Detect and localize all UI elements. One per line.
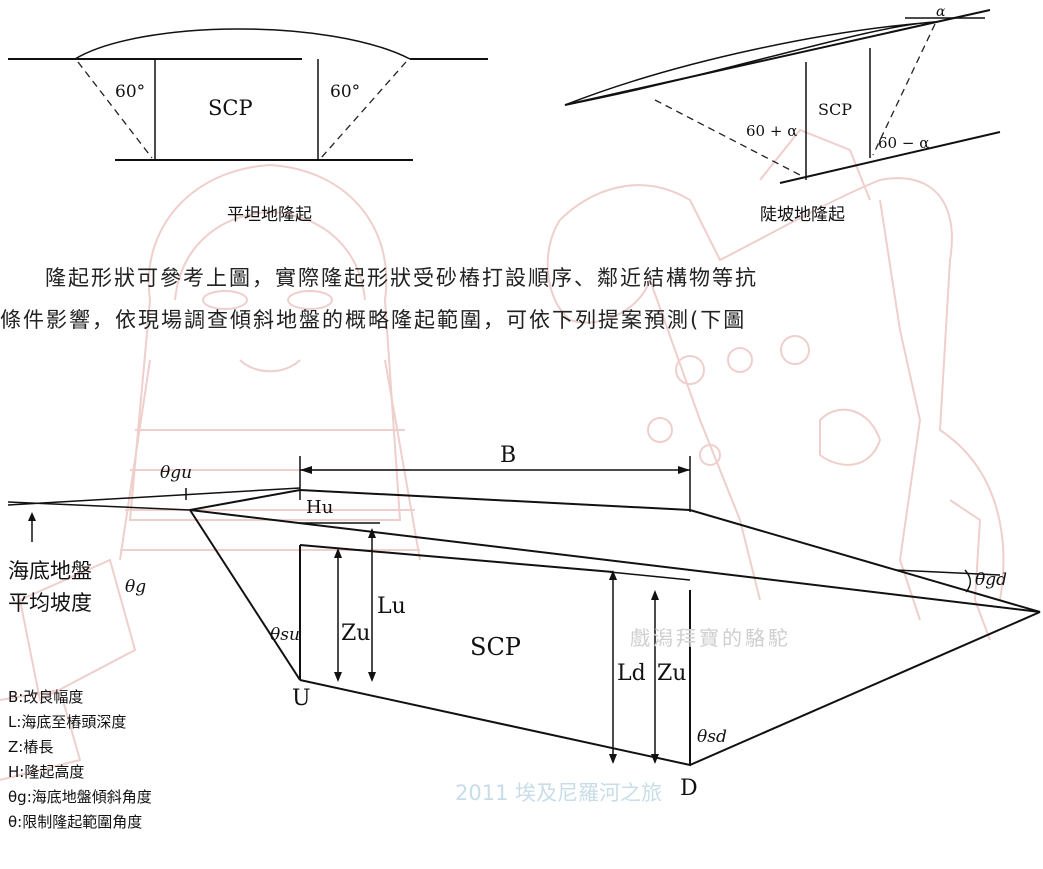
- theta-gu-label: θgu: [160, 463, 192, 483]
- theta-sd-boundary: [689, 611, 1041, 766]
- slope-heave-prediction-diagram: B θgu Hu 海底地盤 平均坡度 θg θsu Zu Lu SCP: [7, 443, 1041, 801]
- l-u-arrow-bottom: [368, 672, 376, 682]
- legend: B:改良幅度 L:海底至樁頭深度 Z:樁長 H:隆起高度 θg:海底地盤傾斜角度…: [8, 688, 152, 831]
- z-u-right-arrow-bottom: [651, 754, 659, 764]
- heave-lens: [564, 21, 936, 106]
- dashed-boundary-right: [320, 61, 407, 159]
- theta-gd-reference-line: [894, 569, 1001, 576]
- dashed-boundary-left: [77, 61, 153, 159]
- watermark-illustration: [0, 128, 1005, 781]
- heave-arc: [74, 28, 411, 60]
- b-label: B: [500, 443, 516, 468]
- theta-gd-arc: [964, 569, 972, 593]
- theta-gd-label: θgd: [975, 570, 1007, 590]
- dashed-boundary-left: [654, 99, 801, 176]
- legend-item: H:隆起高度: [8, 763, 84, 781]
- paragraph-line-1: 隆起形狀可參考上圖，實際隆起形狀受砂樁打設順序、鄰近結構物等抗: [45, 266, 758, 290]
- theta-su-label: θsu: [270, 625, 300, 645]
- seabed-arrow-head: [28, 512, 36, 521]
- z-u-left-arrow-bottom: [334, 672, 342, 682]
- legend-item: B:改良幅度: [8, 688, 83, 706]
- slope-heave-caption: 陡坡地隆起: [760, 205, 845, 225]
- alpha-label: α: [936, 4, 946, 20]
- scp-label: SCP: [208, 96, 253, 120]
- l-u-arrow-top: [368, 528, 376, 538]
- seabed-label-line1: 海底地盤: [8, 559, 92, 583]
- l-d-arrow-bottom: [609, 754, 617, 764]
- slope-heave-diagram: α 60 + α SCP 60 − α 陡坡地隆起: [564, 4, 1001, 225]
- theta-sd-label: θsd: [697, 727, 727, 747]
- z-u-right-arrow-top: [651, 590, 659, 600]
- theta-g-label: θg: [125, 577, 146, 597]
- watermark-text: 戲潟拜寶的駱駝: [630, 626, 791, 650]
- heave-surface-top: [189, 488, 1041, 613]
- flat-heave-diagram: 60° 60° SCP 平坦地隆起: [8, 28, 488, 225]
- angle-label-left: 60°: [115, 82, 145, 102]
- theta-gu-reference-line: [7, 487, 301, 506]
- scp-label: SCP: [470, 633, 521, 661]
- scp-top-edge: [299, 544, 614, 573]
- base-line: [779, 131, 1001, 184]
- z-u-right-label: Zu: [657, 661, 686, 686]
- z-u-left-label: Zu: [341, 621, 370, 646]
- seabed-label-line2: 平均坡度: [8, 591, 92, 615]
- flat-heave-caption: 平坦地隆起: [227, 205, 312, 225]
- point-u-label: U: [292, 686, 311, 711]
- legend-item: θg:海底地盤傾斜角度: [8, 788, 152, 806]
- angle-label-left: 60 + α: [746, 122, 797, 140]
- l-d-arrow-top: [609, 570, 617, 580]
- legend-item: L:海底至樁頭深度: [8, 713, 126, 731]
- z-u-left-arrow-top: [334, 548, 342, 558]
- b-arrow-right: [678, 466, 690, 474]
- point-d-label: D: [680, 776, 698, 801]
- legend-item: Z:樁長: [8, 738, 53, 756]
- scp-label: SCP: [818, 100, 852, 119]
- paragraph-line-2: 條件影響，依現場調查傾斜地盤的概略隆起範圍，可依下列提案預測(下圖: [0, 308, 747, 332]
- angle-label-right: 60 − α: [878, 134, 929, 152]
- l-u-label: Lu: [377, 594, 406, 619]
- b-arrow-left: [300, 466, 312, 474]
- angle-label-right: 60°: [330, 82, 360, 102]
- ground-line: [189, 509, 1041, 613]
- theta-su-boundary: [189, 509, 301, 681]
- l-d-label: Ld: [617, 661, 646, 686]
- h-u-label: Hu: [306, 497, 333, 518]
- scp-top-right-edge: [609, 571, 691, 581]
- legend-item: θ:限制隆起範圍角度: [8, 813, 142, 831]
- dashed-boundary-right: [872, 23, 936, 156]
- watermark-year-text: 2011 埃及尼羅河之旅: [455, 781, 662, 805]
